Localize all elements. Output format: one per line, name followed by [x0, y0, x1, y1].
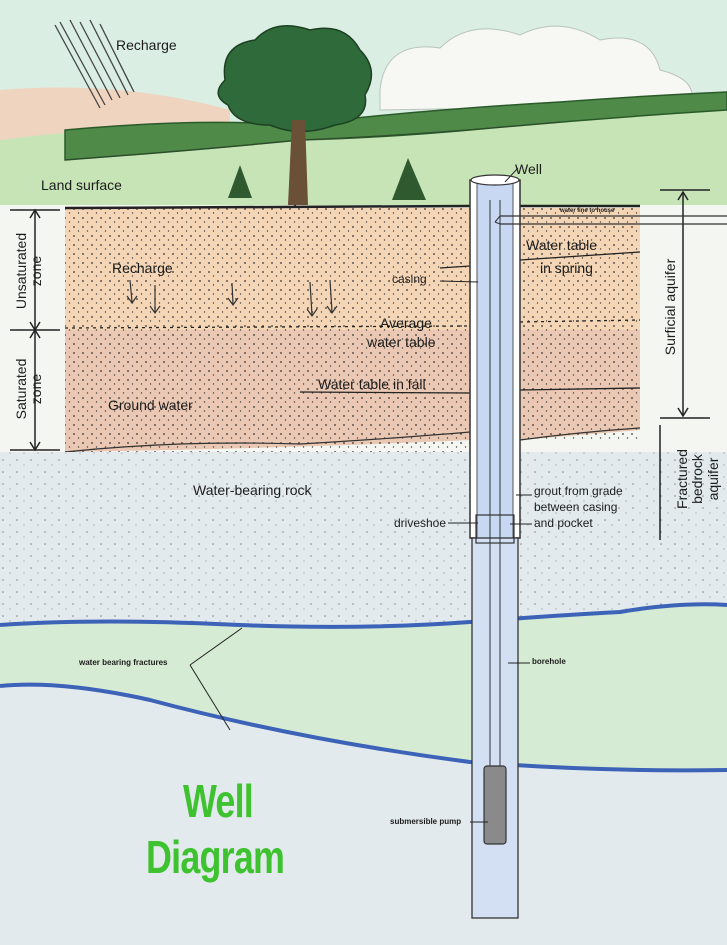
- water-table-spring-label-1: Water table: [526, 237, 598, 253]
- average-water-table-label-2: water table: [367, 334, 436, 350]
- water-line-label: water line to house: [560, 208, 615, 214]
- small-tree-left: [228, 165, 252, 198]
- recharge-arrows: [126, 279, 338, 318]
- grout-label-2: between casing: [534, 500, 618, 514]
- water-line-to-house: [500, 215, 727, 225]
- rain-lines: [54, 19, 135, 109]
- cloud: [379, 25, 693, 111]
- submersible-pump-body: [483, 765, 507, 845]
- grout-label-1: grout from grade: [534, 484, 623, 498]
- recharge-soil-label: Recharge: [112, 260, 173, 276]
- zone-brackets: [10, 208, 60, 452]
- title-line-2: Diagram: [146, 831, 285, 883]
- upper-fracture: [0, 602, 727, 629]
- lower-fracture: [0, 682, 727, 773]
- driveshoe-label: driveshoe: [394, 516, 447, 530]
- submersible-pump-label: submersible pump: [390, 817, 462, 826]
- well-label: Well: [515, 161, 542, 177]
- water-table-spring-label-2: in spring: [540, 260, 593, 276]
- fracture-zone: [0, 605, 727, 770]
- grout-label-3: and pocket: [534, 516, 593, 530]
- ground-water-label: Ground water: [108, 397, 193, 413]
- small-tree-right: [392, 158, 426, 200]
- water-table-fall-label: Water table in fall: [318, 376, 426, 392]
- average-water-table-label-1: Average: [380, 315, 432, 331]
- aquifer-bracket: [659, 189, 710, 540]
- water-bearing-rock-label: Water-bearing rock: [193, 482, 312, 498]
- recharge-label: Recharge: [116, 37, 177, 53]
- leader-lines: [189, 167, 532, 823]
- well: [469, 174, 727, 919]
- land-surface-label: Land surface: [41, 177, 122, 193]
- casing-label: casing: [392, 272, 427, 286]
- ground-surface: [64, 204, 640, 210]
- borehole-label: borehole: [532, 657, 566, 666]
- title-line-1: Well: [183, 775, 254, 827]
- water-tables: [64, 251, 641, 394]
- water-bearing-fractures-label: water bearing fractures: [79, 658, 168, 667]
- surficial-aquifer-label: Surficial aquifer: [662, 258, 678, 356]
